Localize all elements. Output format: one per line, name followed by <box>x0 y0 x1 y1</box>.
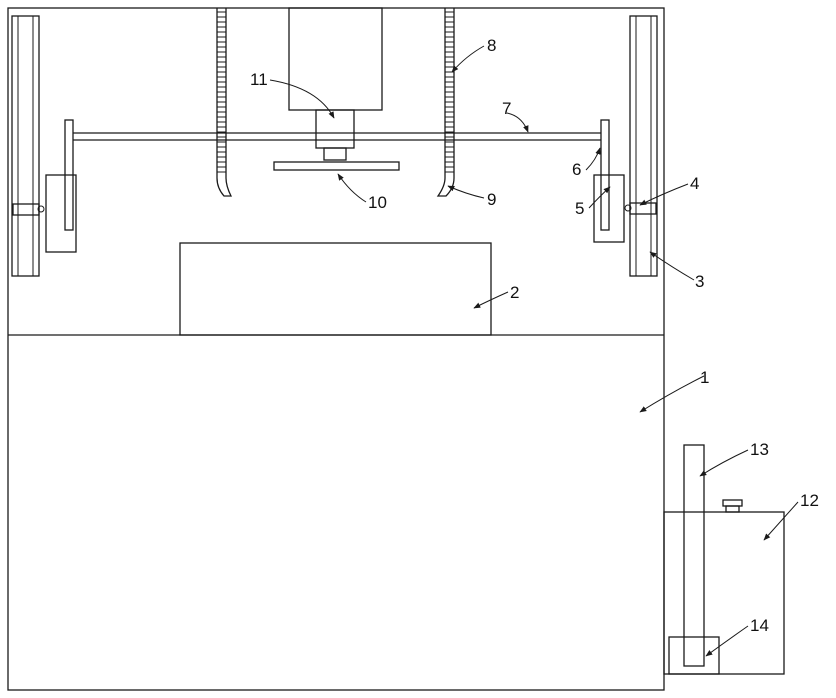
label-13: 13 <box>750 440 769 459</box>
polishing-disc <box>274 162 399 170</box>
label-9: 9 <box>487 190 496 209</box>
tank-assembly <box>664 445 784 674</box>
left-rail <box>12 16 39 276</box>
label-12: 12 <box>800 491 819 510</box>
label-1: 1 <box>700 368 709 387</box>
right-rail <box>630 16 657 276</box>
label-6: 6 <box>572 160 581 179</box>
label-10: 10 <box>368 193 387 212</box>
leader-lines <box>270 46 798 656</box>
label-2: 2 <box>510 283 519 302</box>
label-8: 8 <box>487 36 496 55</box>
right-slider-assembly <box>594 120 656 242</box>
workpiece-block <box>180 243 491 335</box>
label-3: 3 <box>695 272 704 291</box>
label-14: 14 <box>750 616 769 635</box>
cross-beam <box>73 133 601 140</box>
left-hose <box>217 8 231 196</box>
label-11: 11 <box>250 70 268 89</box>
label-4: 4 <box>690 174 699 193</box>
left-slider-assembly <box>13 120 76 252</box>
motor-assembly <box>289 8 382 160</box>
right-hose <box>438 8 454 196</box>
label-7: 7 <box>502 99 511 118</box>
label-5: 5 <box>575 199 584 218</box>
